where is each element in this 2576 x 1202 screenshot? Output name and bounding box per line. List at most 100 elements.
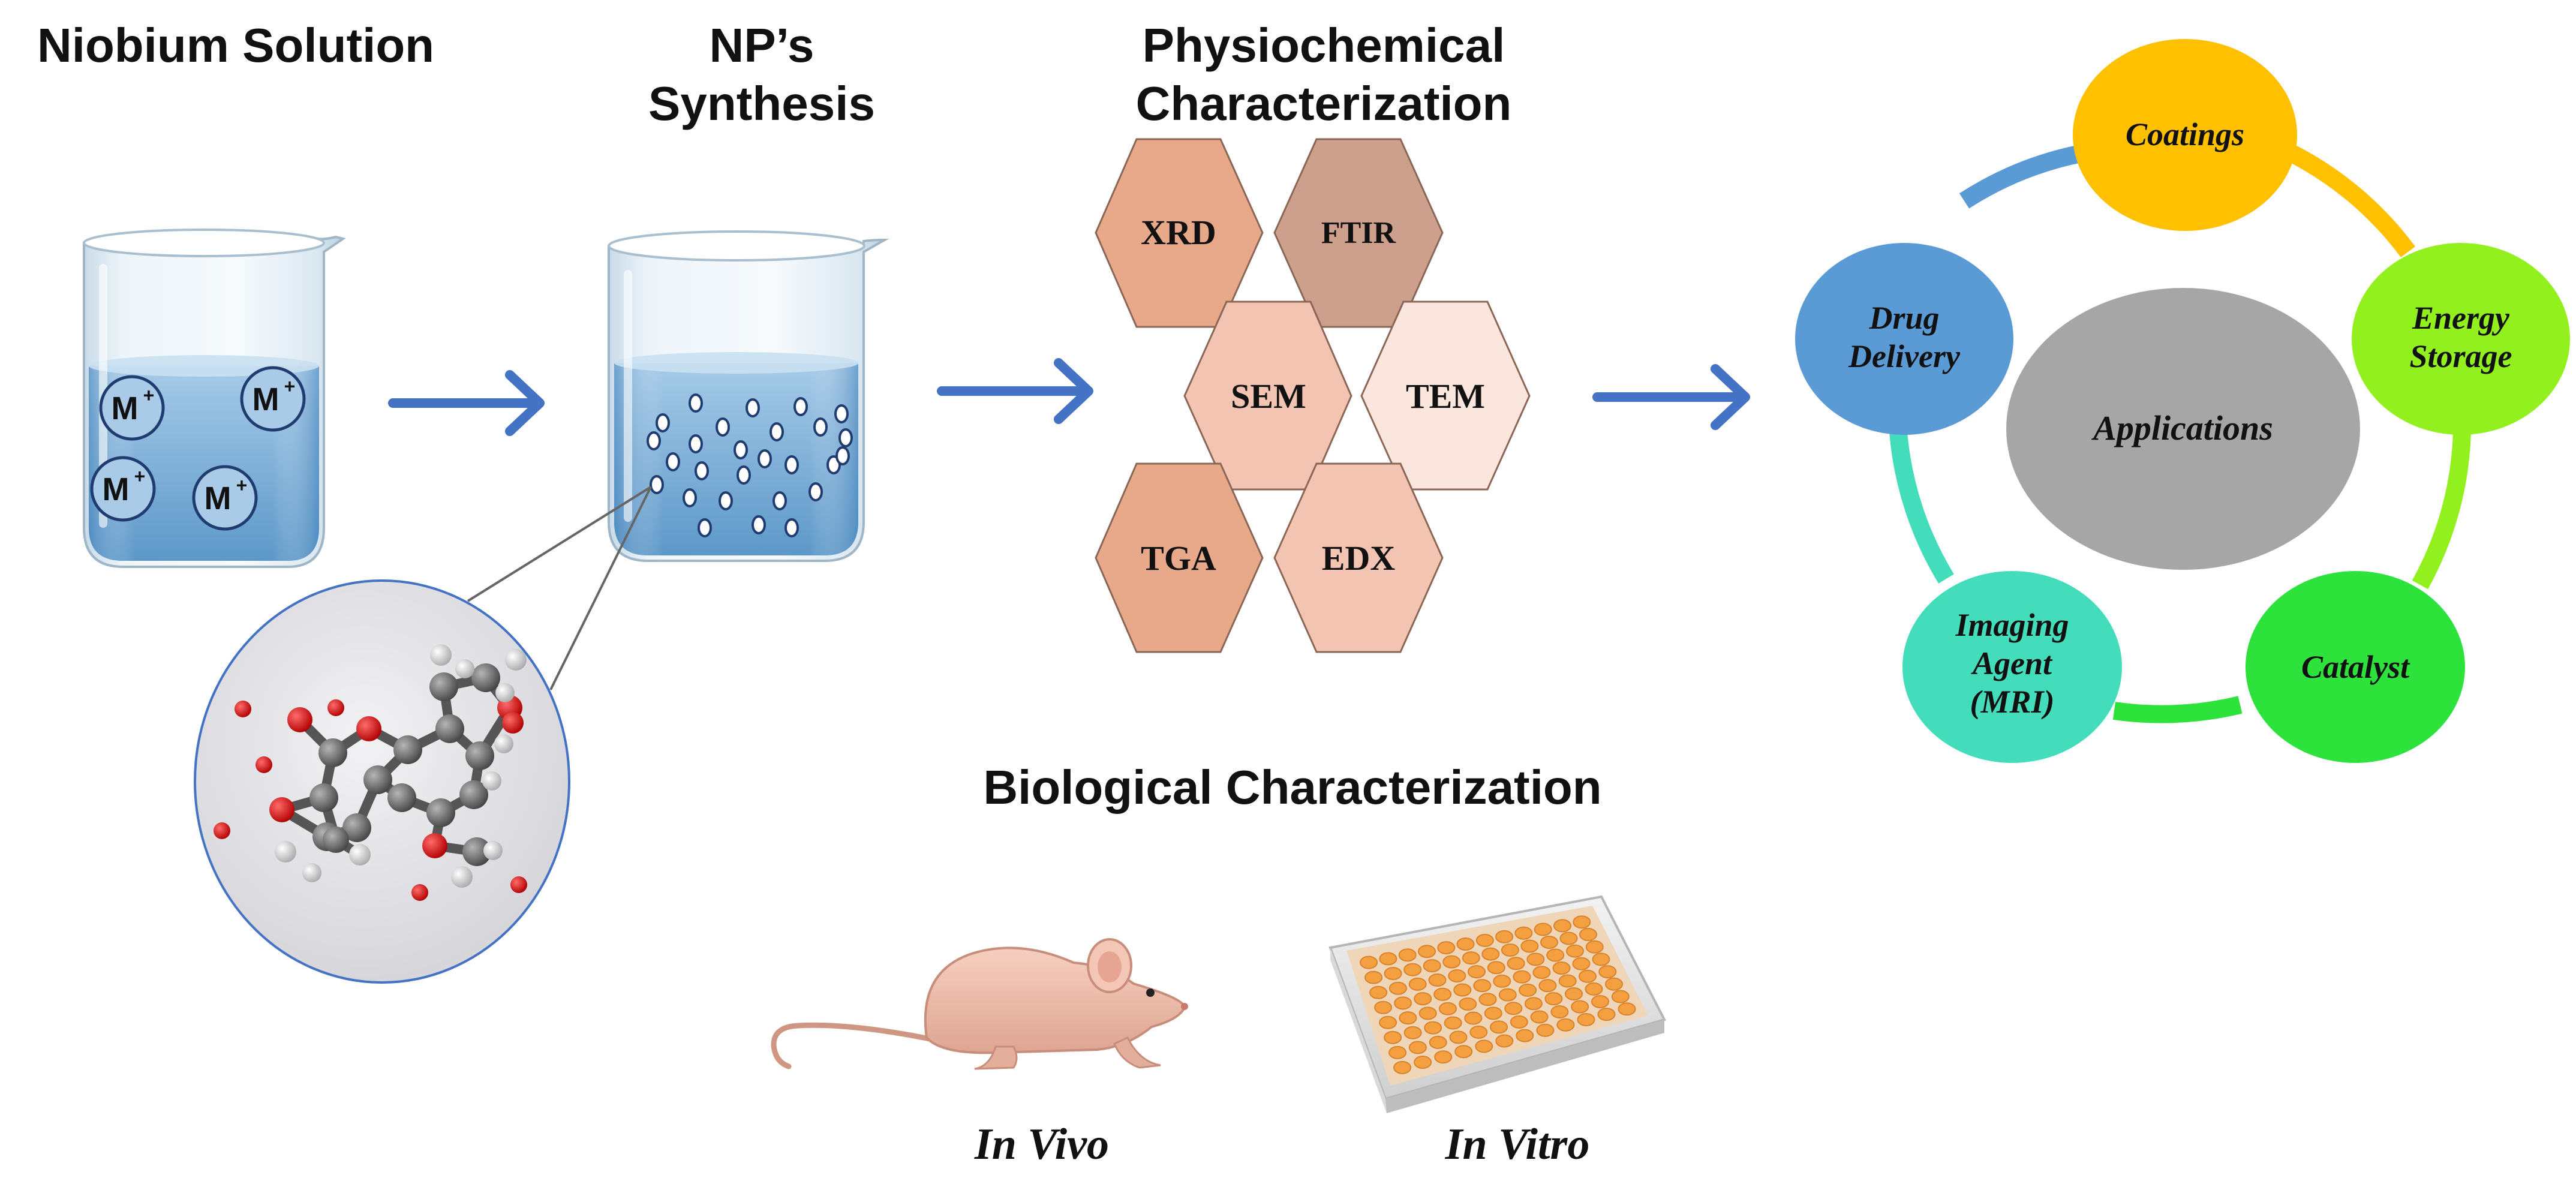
well [1585, 940, 1604, 954]
well [1605, 977, 1623, 991]
well [1534, 922, 1552, 936]
well [1459, 997, 1477, 1011]
well [1490, 1020, 1508, 1034]
heading-np-synthesis-line1: NP’s [710, 19, 814, 72]
well [1611, 990, 1630, 1003]
well [1524, 997, 1543, 1011]
well [1618, 1002, 1636, 1016]
well [1484, 1006, 1502, 1020]
well [1388, 981, 1407, 995]
ion-label: M [103, 471, 130, 507]
well [1475, 1039, 1493, 1053]
applications-cycle: Applications Coatings Energy Storage Cat… [1795, 39, 2570, 763]
application-label: Imaging [1955, 607, 2069, 643]
well [1510, 1015, 1528, 1029]
well [1473, 979, 1492, 993]
well [1536, 1023, 1555, 1037]
well-plate-illustration [1328, 895, 1666, 1113]
well [1487, 961, 1505, 975]
well [1546, 948, 1565, 962]
well [1453, 983, 1472, 997]
well [1495, 930, 1514, 943]
well [1556, 1018, 1575, 1032]
well [1408, 1041, 1427, 1054]
well [1364, 970, 1383, 984]
well [1444, 1016, 1462, 1030]
hexagon-edx: EDX [1273, 462, 1444, 653]
label-in-vitro: In Vitro [1445, 1120, 1590, 1169]
hexagon-label: TEM [1406, 377, 1485, 416]
well [1468, 965, 1486, 979]
well [1439, 1002, 1457, 1015]
heading-niobium-solution: Niobium Solution [37, 19, 434, 72]
well [1374, 1000, 1393, 1014]
well [1550, 1005, 1569, 1018]
well [1469, 1025, 1488, 1039]
well [1598, 965, 1617, 979]
heading-np-synthesis-line2: Synthesis [648, 77, 875, 130]
well [1478, 993, 1497, 1006]
hexagon-tga: TGA [1095, 462, 1264, 653]
well [1501, 943, 1519, 957]
molecule-zoom [194, 579, 570, 984]
metal-ion: M + [90, 456, 156, 522]
application-label: Delivery [1848, 338, 1961, 374]
mouse-illustration [771, 938, 1188, 1070]
beaker-np-synthesis [608, 230, 889, 562]
well [1403, 963, 1422, 976]
well [1429, 1035, 1447, 1049]
well [1454, 1045, 1473, 1059]
heading-physiochemical-line2: Characterization [1136, 77, 1512, 130]
well [1433, 987, 1452, 1001]
well [1597, 1008, 1616, 1021]
well [1498, 988, 1517, 1002]
ion-label: M [112, 390, 139, 426]
atoms-red [214, 695, 527, 901]
well [1544, 992, 1563, 1006]
application-imaging-agent: Imaging Agent (MRI) [1902, 571, 2122, 763]
nanoparticles [647, 393, 853, 537]
label-in-vivo: In Vivo [974, 1120, 1109, 1169]
metal-ion: M + [240, 366, 306, 432]
well [1464, 1011, 1483, 1025]
well [1526, 952, 1545, 966]
well [1394, 996, 1412, 1010]
well [1379, 952, 1397, 966]
well [1414, 1056, 1432, 1069]
well [1565, 987, 1583, 1000]
metal-ion: M + [192, 465, 258, 531]
center-label: Applications [2091, 408, 2273, 447]
hexagon-label: SEM [1231, 377, 1306, 416]
application-energy-storage: Energy Storage [2352, 243, 2570, 435]
well [1393, 1060, 1412, 1074]
well [1532, 966, 1551, 979]
hexagon-ftir: FTIR [1273, 138, 1444, 328]
well [1579, 969, 1597, 983]
well [1514, 926, 1533, 940]
well [1513, 970, 1531, 984]
well [1493, 974, 1511, 988]
atoms-grey [309, 663, 500, 866]
well [1519, 983, 1537, 997]
hexagon-sem: SEM [1183, 300, 1352, 491]
atoms-white [275, 644, 527, 888]
heading-physiochemical-line1: Physiochemical [1143, 19, 1505, 72]
application-drug-delivery: Drug Delivery [1795, 243, 2013, 435]
well [1495, 1034, 1514, 1048]
well [1384, 967, 1402, 981]
well [1520, 939, 1539, 953]
well [1573, 915, 1591, 929]
well [1538, 979, 1557, 993]
well [1403, 1026, 1422, 1039]
well [1434, 1050, 1453, 1064]
well [1579, 928, 1597, 941]
application-label: Agent [1971, 645, 2053, 681]
well [1481, 947, 1500, 961]
well [1449, 1030, 1468, 1044]
hexagon-label: EDX [1322, 539, 1396, 578]
well [1408, 977, 1427, 991]
well [1423, 959, 1441, 973]
hexagon-label: FTIR [1321, 216, 1397, 250]
application-center: Applications [2006, 288, 2360, 570]
